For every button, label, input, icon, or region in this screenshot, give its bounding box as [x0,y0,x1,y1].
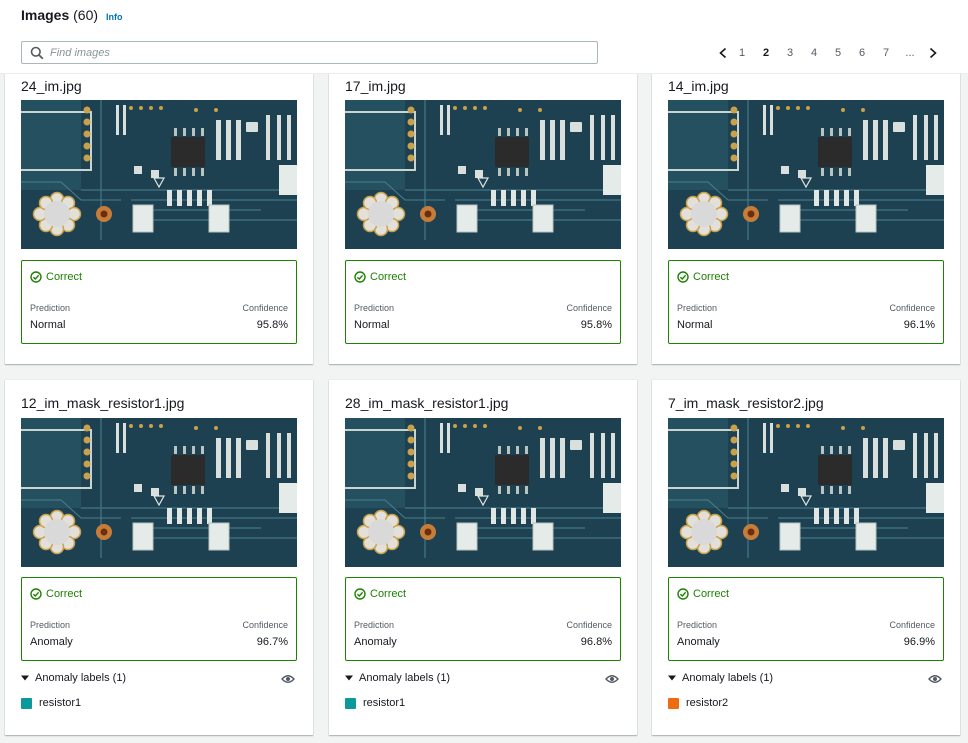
image-card[interactable]: 28_im_mask_resistor1.jpg Correct Predict… [329,380,637,735]
prediction-result: Correct Prediction Confidence Anomaly 96… [668,577,944,661]
prediction-result: Correct Prediction Confidence Anomaly 96… [345,577,621,661]
search-input[interactable] [50,46,570,59]
status-correct: Correct [677,588,729,600]
eye-icon[interactable] [928,674,942,684]
confidence-label: Confidence [242,620,288,630]
chevron-left-icon [719,47,727,59]
image-card[interactable]: 24_im.jpg Correct Prediction Confidence … [5,62,313,364]
page-2-button[interactable]: 2 [762,47,770,59]
images-header: Images (60) Info 1 2 3 4 5 6 7 ... [0,0,968,74]
status-correct: Correct [677,271,729,283]
check-circle-icon [677,588,689,600]
status-correct: Correct [354,588,406,600]
confidence-label: Confidence [889,620,935,630]
check-circle-icon [30,271,42,283]
page-4-button[interactable]: 4 [810,47,818,59]
label-color-swatch [21,697,32,709]
status-correct: Correct [30,588,82,600]
anomaly-label-item: resistor1 [21,697,81,709]
confidence-label: Confidence [889,303,935,313]
anomaly-labels-toggle[interactable]: Anomaly labels (1) [345,672,450,684]
image-filename[interactable]: 28_im_mask_resistor1.jpg [345,395,509,411]
page-7-button[interactable]: 7 [882,47,890,59]
caret-down-icon [21,675,29,681]
image-thumbnail[interactable] [21,100,297,249]
confidence-value: 95.8% [256,319,288,331]
status-correct: Correct [30,271,82,283]
image-thumbnail[interactable] [668,100,944,249]
image-thumbnail[interactable] [668,418,944,567]
prediction-result: Correct Prediction Confidence Normal 95.… [21,260,297,344]
prediction-value: Normal [354,319,390,331]
label-color-swatch [345,697,356,709]
anomaly-labels-toggle[interactable]: Anomaly labels (1) [21,672,126,684]
anomaly-label-item: resistor1 [345,697,405,709]
label-color-swatch [668,697,679,709]
prediction-value: Anomaly [30,636,73,648]
anomaly-label-item: resistor2 [668,697,728,709]
caret-down-icon [345,675,353,681]
image-count: (60) [73,7,99,23]
image-card[interactable]: 17_im.jpg Correct Prediction Confidence … [329,62,637,364]
image-thumbnail[interactable] [21,418,297,567]
image-thumbnail[interactable] [345,100,621,249]
prediction-result: Correct Prediction Confidence Normal 95.… [345,260,621,344]
next-page-button[interactable] [926,43,940,63]
prediction-label: Prediction [30,303,71,313]
prediction-value: Normal [677,319,713,331]
search-box[interactable] [21,41,598,64]
confidence-value: 95.8% [580,319,612,331]
title-row: Images (60) Info [21,7,123,23]
page-5-button[interactable]: 5 [834,47,842,59]
confidence-value: 96.8% [580,636,612,648]
prediction-label: Prediction [677,620,718,630]
info-link[interactable]: Info [106,12,123,22]
prediction-value: Normal [30,319,66,331]
caret-down-icon [668,675,676,681]
page-6-button[interactable]: 6 [858,47,866,59]
image-card[interactable]: 7_im_mask_resistor2.jpg Correct Predicti… [652,380,960,735]
prediction-value: Anomaly [354,636,397,648]
prediction-label: Prediction [677,303,718,313]
prediction-result: Correct Prediction Confidence Anomaly 96… [21,577,297,661]
image-filename[interactable]: 17_im.jpg [345,78,406,94]
search-icon [30,46,44,59]
confidence-label: Confidence [566,620,612,630]
image-card[interactable]: 14_im.jpg Correct Prediction Confidence … [652,62,960,364]
prediction-value: Anomaly [677,636,720,648]
image-filename[interactable]: 14_im.jpg [668,78,729,94]
confidence-value: 96.1% [903,319,935,331]
confidence-value: 96.7% [256,636,288,648]
check-circle-icon [354,271,366,283]
chevron-right-icon [929,47,937,59]
prediction-result: Correct Prediction Confidence Normal 96.… [668,260,944,344]
check-circle-icon [354,588,366,600]
page-ellipsis: ... [905,47,915,59]
page-title: Images (60) [21,7,99,23]
image-card[interactable]: 12_im_mask_resistor1.jpg Correct Predict… [5,380,313,735]
eye-icon[interactable] [605,674,619,684]
image-filename[interactable]: 24_im.jpg [21,78,82,94]
pagination: 1 2 3 4 5 6 7 ... [716,43,940,63]
check-circle-icon [30,588,42,600]
image-filename[interactable]: 12_im_mask_resistor1.jpg [21,395,185,411]
eye-icon[interactable] [281,674,295,684]
prediction-label: Prediction [354,620,395,630]
check-circle-icon [677,271,689,283]
confidence-label: Confidence [566,303,612,313]
status-correct: Correct [354,271,406,283]
prediction-label: Prediction [354,303,395,313]
page-1-button[interactable]: 1 [738,47,746,59]
confidence-label: Confidence [242,303,288,313]
confidence-value: 96.9% [903,636,935,648]
image-thumbnail[interactable] [345,418,621,567]
anomaly-labels-toggle[interactable]: Anomaly labels (1) [668,672,773,684]
page-3-button[interactable]: 3 [786,47,794,59]
prev-page-button[interactable] [716,43,730,63]
prediction-label: Prediction [30,620,71,630]
image-filename[interactable]: 7_im_mask_resistor2.jpg [668,395,824,411]
